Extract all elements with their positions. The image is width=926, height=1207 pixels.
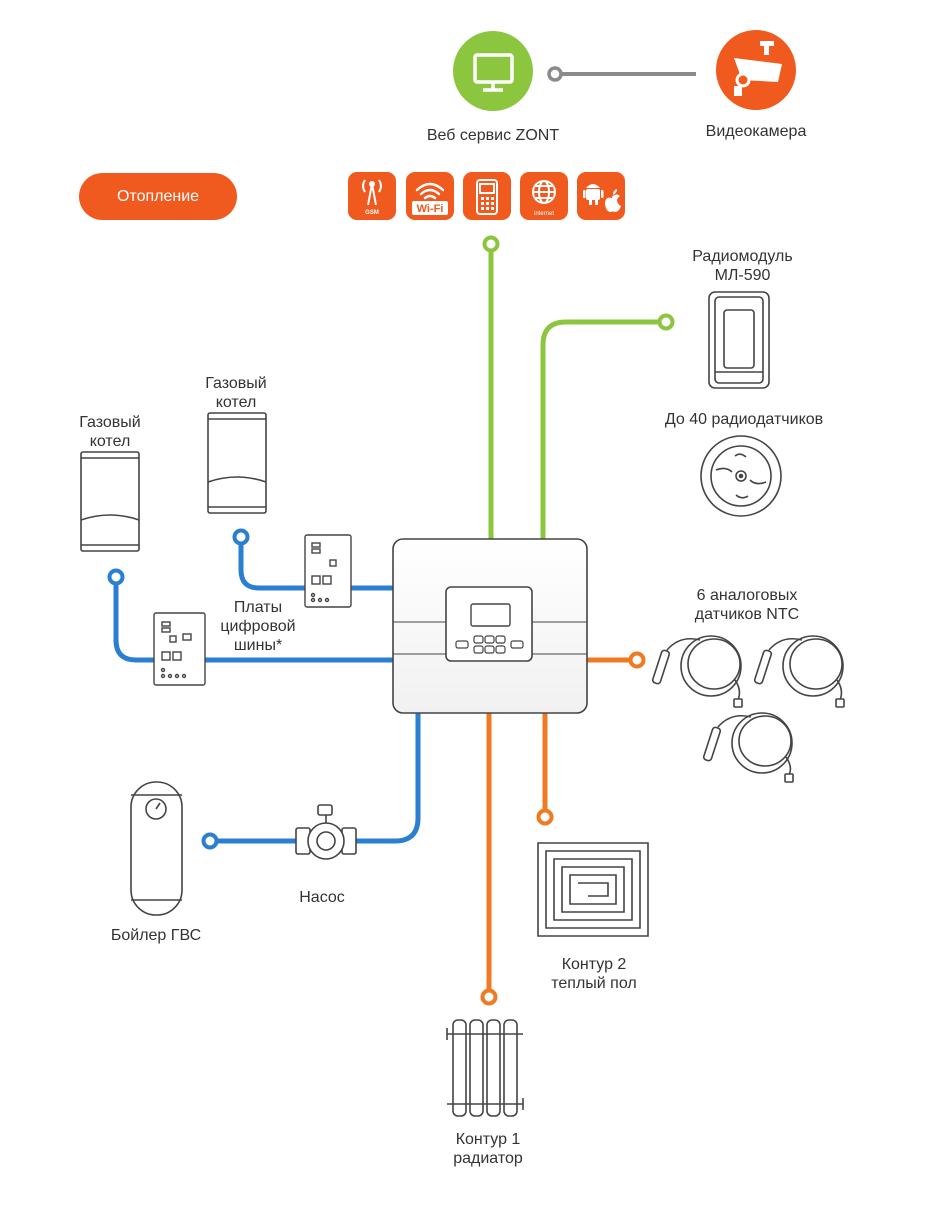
tile-phone[interactable] <box>463 172 511 220</box>
gas-boiler-1-label: Газовый котел <box>60 413 160 451</box>
cctv-camera-icon <box>734 41 782 96</box>
gas-boiler-2-label: Газовый котел <box>186 374 286 412</box>
bus-boards-label-line3: шины* <box>233 637 283 654</box>
gas-boiler-1-label-line2: котел <box>89 433 131 450</box>
internet-label: internet <box>534 211 554 217</box>
radio-sensors-label: До 40 радиодатчиков <box>664 411 824 428</box>
ntc-label-line2: датчиков NTC <box>694 606 800 623</box>
camera-label: Видеокамера <box>705 123 807 140</box>
ntc-sensor-2 <box>753 635 845 708</box>
controller-display <box>470 603 511 627</box>
bus-board-upper <box>304 534 352 608</box>
wifi-label: Wi-Fi <box>417 203 444 215</box>
bus-boards-label: Платы цифровой шины* <box>206 598 310 655</box>
gsm-antenna-icon <box>362 179 382 206</box>
radio-sensor-device <box>700 435 782 517</box>
tile-internet[interactable]: internet <box>520 172 568 220</box>
radiator-device <box>446 1019 524 1117</box>
radio-module-device <box>708 291 770 389</box>
connectivity-line <box>482 235 500 540</box>
circuit-2-line <box>536 713 554 826</box>
tile-apps[interactable] <box>577 172 625 220</box>
radio-module-label: Радиомодуль МЛ-590 <box>670 247 815 285</box>
controller-keypad[interactable] <box>455 635 524 654</box>
ntc-line <box>587 651 646 669</box>
bus-boards-label-line1: Платы <box>233 599 283 616</box>
boiler-1-bus-line <box>107 568 393 663</box>
bus-boards-label-line2: цифровой <box>220 618 296 635</box>
wifi-icon <box>415 182 445 200</box>
pump-label: Насос <box>299 889 345 906</box>
gas-boiler-1-label-line1: Газовый <box>79 414 141 431</box>
ntc-sensor-1 <box>651 635 743 708</box>
circuit-2-label-line2: теплый пол <box>551 975 637 992</box>
bus-board-lower <box>153 612 206 686</box>
ntc-label: 6 аналоговых датчиков NTC <box>672 586 822 624</box>
pump-line <box>201 713 421 850</box>
gas-boiler-1-device <box>80 451 140 552</box>
web-service-label: Веб сервис ZONT <box>426 127 560 144</box>
radio-module-label-line2: МЛ-590 <box>714 267 771 284</box>
underfloor-heating-device <box>537 842 649 937</box>
phone-keypad-icon <box>476 179 498 215</box>
circuit-2-label-line1: Контур 2 <box>561 956 627 973</box>
web-service-node[interactable] <box>453 31 533 111</box>
gas-boiler-2-label-line1: Газовый <box>205 375 267 392</box>
gas-boiler-2-label-line2: котел <box>215 394 257 411</box>
main-controller[interactable] <box>392 538 588 714</box>
tile-gsm[interactable]: GSM <box>348 172 396 220</box>
globe-icon <box>532 180 556 204</box>
dhw-boiler-label: Бойлер ГВС <box>110 927 202 944</box>
gsm-label: GSM <box>365 210 379 216</box>
monitor-icon <box>473 53 514 92</box>
gas-boiler-2-device <box>207 412 267 514</box>
circuit-2-label: Контур 2 теплый пол <box>534 955 654 993</box>
radio-module-line <box>540 313 675 540</box>
boiler-2-bus-line <box>232 528 393 591</box>
camera-link-line <box>547 66 696 82</box>
dhw-boiler-device <box>130 781 183 916</box>
circuit-1-label: Контур 1 радиатор <box>430 1130 546 1168</box>
circuit-1-label-line1: Контур 1 <box>455 1131 521 1148</box>
circuit-1-line <box>480 713 498 1006</box>
radio-module-label-line1: Радиомодуль <box>692 248 793 265</box>
heating-button[interactable]: Отопление <box>79 173 237 220</box>
ntc-label-line1: 6 аналоговых <box>696 587 798 604</box>
tile-wifi[interactable]: Wi-Fi <box>406 172 454 220</box>
camera-node[interactable] <box>716 30 796 110</box>
pump-device <box>295 804 357 860</box>
android-apple-icon <box>583 184 621 212</box>
circuit-1-label-line2: радиатор <box>453 1150 523 1167</box>
ntc-sensor-3 <box>702 712 794 783</box>
